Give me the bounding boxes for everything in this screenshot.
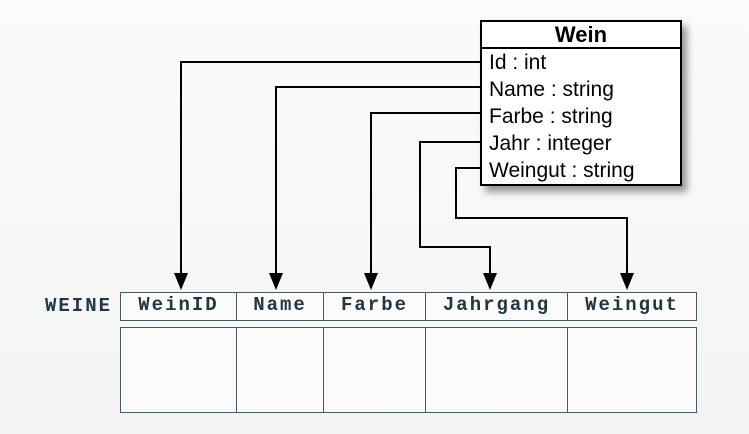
arrowhead-weingut	[620, 273, 634, 290]
uml-class-wein: Wein Id : int Name : string Farbe : stri…	[480, 20, 682, 186]
arrowhead-farbe	[364, 273, 378, 290]
column-header-weinid: WeinID	[121, 293, 237, 320]
connector-weingut-to-weingut	[455, 167, 628, 275]
table-cell-farbe	[324, 328, 426, 412]
connector-farbe-to-farbe	[370, 112, 482, 275]
column-header-weingut: Weingut	[585, 294, 679, 316]
class-attribute-farbe: Farbe : string	[489, 105, 613, 128]
class-attribute-jahr: Jahr : integer	[489, 132, 612, 155]
table-name-label: WEINE	[44, 295, 112, 317]
table-cell-name	[237, 328, 324, 412]
class-title: Wein	[482, 22, 680, 49]
class-attribute-weingut: Weingut : string	[489, 159, 635, 182]
arrowhead-weinid	[174, 273, 188, 290]
column-header-farbe: Farbe	[324, 293, 426, 320]
table-header-row: WeinID Name Farbe Jahrgang Weingut	[120, 292, 697, 321]
arrowhead-name	[269, 273, 283, 290]
column-header-name: Name	[237, 293, 324, 320]
connector-id-to-weinid	[180, 61, 482, 275]
table-cell-weinid	[121, 328, 237, 412]
class-attribute-id: Id : int	[489, 51, 547, 74]
connector-jahr-to-jahrgang	[419, 141, 491, 275]
column-header-jahrgang: Jahrgang	[426, 293, 568, 320]
arrowhead-jahrgang	[483, 273, 497, 290]
class-attribute-name: Name : string	[489, 78, 614, 101]
table-body-row	[120, 327, 697, 413]
table-cell-jahrgang	[426, 328, 568, 412]
table-cell-weingut	[568, 328, 696, 412]
connector-name-to-name	[275, 86, 482, 275]
